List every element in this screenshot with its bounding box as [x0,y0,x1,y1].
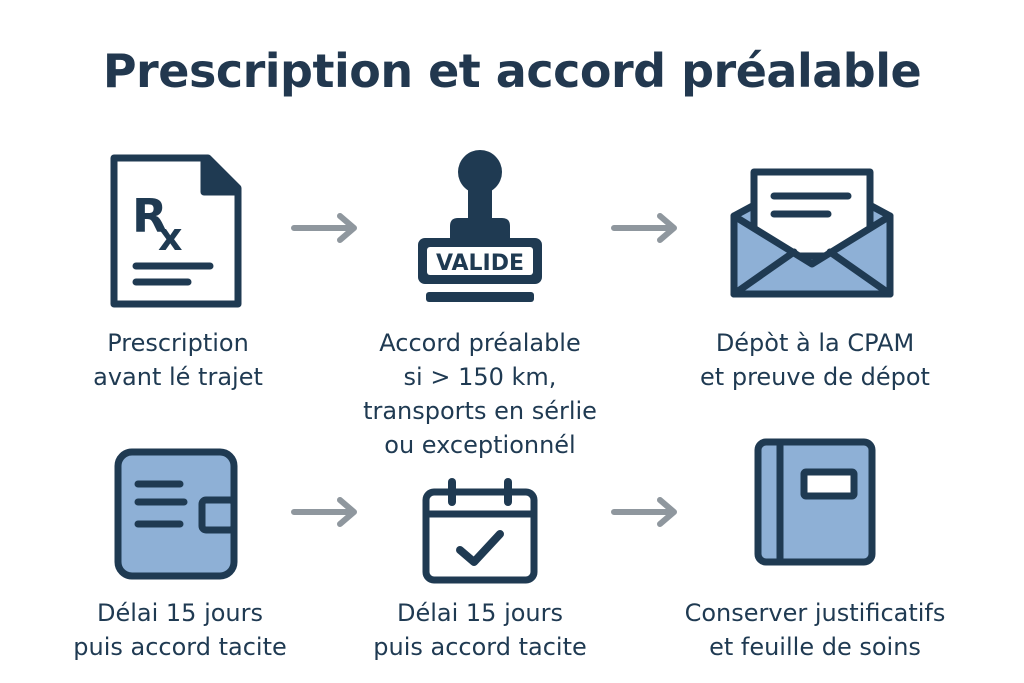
label-line: puis accord tacite [373,633,587,661]
svg-text:x: x [158,215,183,259]
notebook-icon [754,438,876,566]
svg-text:R: R [132,189,167,243]
label-line: Délai 15 jours [396,599,564,627]
step-label-depot: Dépòt à la CPAM et preuve de dépot [670,326,960,394]
arrow-right-icon [291,497,357,527]
step-label-accord: Accord préalable si > 150 km, transports… [340,326,620,462]
page-title: Prescription et accord préalable [102,44,922,98]
calendar-check-icon [422,478,538,584]
envelope-letter-icon [730,168,894,298]
label-line: et feuille de soins [709,633,921,661]
label-line: et preuve de dépot [700,363,930,391]
label-line: transports en sérlie [363,397,597,425]
label-line: ou exceptionnél [384,431,576,459]
label-line: si > 150 km, [403,363,557,391]
step-label-delai-1: Délai 15 jours puis accord tacite [40,596,320,664]
valide-stamp-icon: VALIDE [418,150,542,302]
label-line: Prescription [107,329,249,357]
wallet-card-icon [114,448,238,580]
label-line: Délai 15 jours [96,599,264,627]
step-label-prescription: Prescription avant lé trajet [48,326,308,394]
arrow-right-icon [611,497,677,527]
label-line: avant lé trajet [93,363,263,391]
label-line: puis accord tacite [73,633,287,661]
prescription-rx-icon: R x [110,154,242,308]
label-line: Conserver justificatifs [684,599,946,627]
arrow-right-icon [611,213,677,243]
step-label-delai-2: Délai 15 jours puis accord tacite [340,596,620,664]
step-label-conserver: Conserver justificatifs et feuille de so… [650,596,980,664]
label-line: Accord préalable [379,329,581,357]
label-line: Dépòt à la CPAM [715,329,915,357]
stamp-text: VALIDE [436,251,524,276]
arrow-right-icon [291,213,357,243]
